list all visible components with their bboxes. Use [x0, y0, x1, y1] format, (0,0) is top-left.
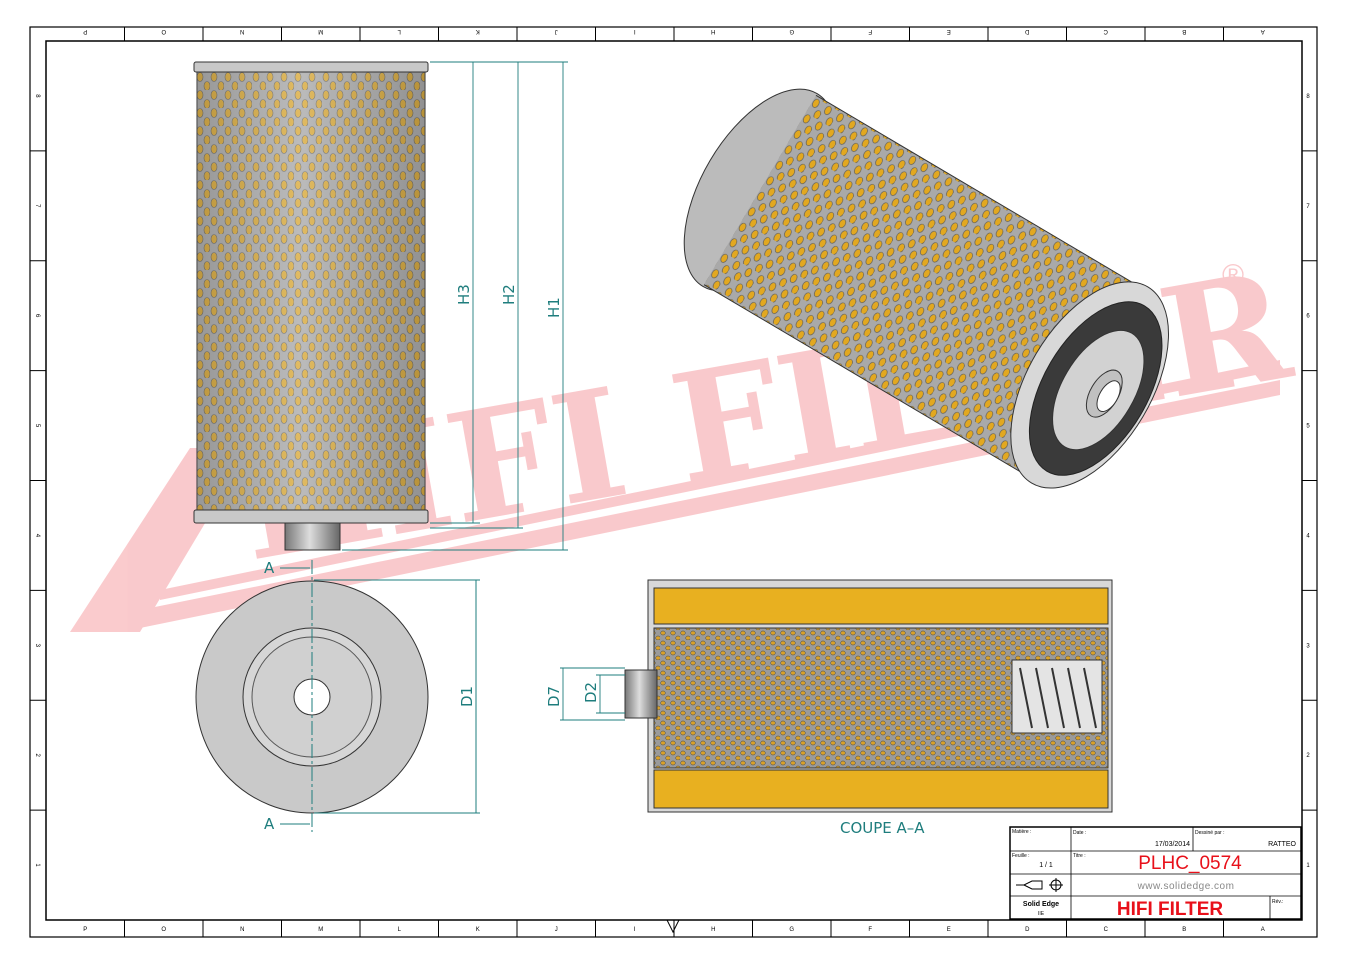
svg-text:Matière :: Matière :: [1012, 829, 1031, 835]
svg-text:Rév.:: Rév.:: [1272, 899, 1283, 905]
dim-d2: D2: [582, 682, 600, 703]
bottom-view: [195, 560, 480, 832]
front-view: [193, 61, 429, 551]
sheet-value: 1 / 1: [1039, 862, 1053, 869]
row-label: 8: [1306, 94, 1310, 100]
row-label: 6: [1306, 314, 1310, 320]
row-label: 7: [34, 204, 40, 208]
outlet-nipple: [624, 669, 658, 719]
row-label: 2: [1306, 753, 1310, 759]
drawn-by-value: RATTEO: [1268, 841, 1296, 848]
section-marker-top: A: [264, 559, 275, 577]
column-label: D: [1024, 28, 1029, 34]
centering-mark-icon: [666, 919, 680, 934]
border-ticks: [30, 27, 1317, 937]
svg-text:®: ®: [1222, 259, 1244, 292]
column-label: C: [1103, 28, 1108, 34]
company-name: HIFI FILTER: [1117, 899, 1224, 920]
column-label: I: [634, 927, 636, 933]
dim-h2: H2: [500, 284, 518, 305]
svg-text:IIE: IIE: [1038, 911, 1045, 917]
column-label: O: [161, 927, 166, 933]
column-label: F: [868, 927, 872, 933]
border-row-labels: 8 8 7 7 6 6 5 5 4 4 3 3 2 2 1 1: [34, 94, 1310, 869]
section-marker-bottom: A: [264, 815, 275, 833]
column-label: E: [947, 927, 951, 933]
isometric-view: [683, 88, 1170, 489]
projection-symbol-icon: [1016, 878, 1063, 892]
border-column-labels: P P O O N N M M L L K K J J I I H H G G F F E E D D C C B B A A: [83, 28, 1265, 933]
column-label: L: [397, 28, 401, 34]
column-label: N: [240, 28, 244, 34]
row-label: 4: [1306, 533, 1310, 539]
title-value: PLHC_0574: [1138, 853, 1242, 874]
column-label: M: [318, 927, 323, 933]
row-label: 2: [34, 754, 40, 758]
row-label: 6: [34, 314, 40, 318]
svg-text:Date :: Date :: [1073, 830, 1086, 836]
threaded-nipple: [284, 522, 341, 551]
column-label: B: [1182, 927, 1186, 933]
date-value: 17/03/2014: [1155, 841, 1190, 848]
column-label: G: [789, 927, 794, 933]
row-label: 8: [34, 94, 40, 98]
row-label: 4: [34, 534, 40, 538]
column-label: M: [318, 28, 323, 34]
column-label: H: [711, 927, 715, 933]
svg-text:Titre :: Titre :: [1073, 853, 1086, 859]
column-label: J: [555, 28, 558, 34]
section-view: [560, 579, 1113, 813]
column-label: K: [476, 28, 480, 34]
row-label: 7: [1306, 204, 1310, 210]
column-label: I: [634, 28, 636, 34]
dim-h1: H1: [545, 297, 563, 318]
column-label: O: [161, 28, 166, 34]
website: www.solidedge.com: [1137, 881, 1235, 892]
column-label: K: [476, 927, 480, 933]
column-label: P: [83, 927, 87, 933]
svg-text:Dessiné par :: Dessiné par :: [1195, 830, 1224, 836]
height-dimensions: [342, 61, 568, 551]
dim-d1: D1: [458, 686, 476, 707]
column-label: A: [1261, 28, 1265, 34]
column-label: P: [83, 28, 87, 34]
column-label: A: [1261, 927, 1265, 933]
title-block: Matière : Date : 17/03/2014 Dessiné par …: [1009, 826, 1302, 920]
column-label: C: [1104, 927, 1109, 933]
column-label: H: [711, 28, 715, 34]
column-label: F: [868, 28, 872, 34]
column-label: G: [789, 28, 794, 34]
column-label: N: [240, 927, 244, 933]
section-label: COUPE A–A: [840, 819, 925, 837]
dim-h3: H3: [455, 284, 473, 305]
row-label: 5: [1306, 424, 1310, 430]
row-label: 1: [34, 863, 40, 867]
svg-text:Feuille :: Feuille :: [1012, 853, 1030, 859]
dim-d7: D7: [545, 686, 563, 707]
column-label: J: [555, 927, 558, 933]
row-label: 3: [1306, 643, 1310, 649]
column-label: B: [1182, 28, 1186, 34]
column-label: D: [1025, 927, 1030, 933]
svg-text:Solid Edge: Solid Edge: [1023, 901, 1059, 908]
column-label: L: [398, 927, 402, 933]
row-label: 1: [1306, 863, 1310, 869]
column-label: E: [947, 28, 951, 34]
row-label: 3: [34, 644, 40, 648]
row-label: 5: [34, 424, 40, 428]
